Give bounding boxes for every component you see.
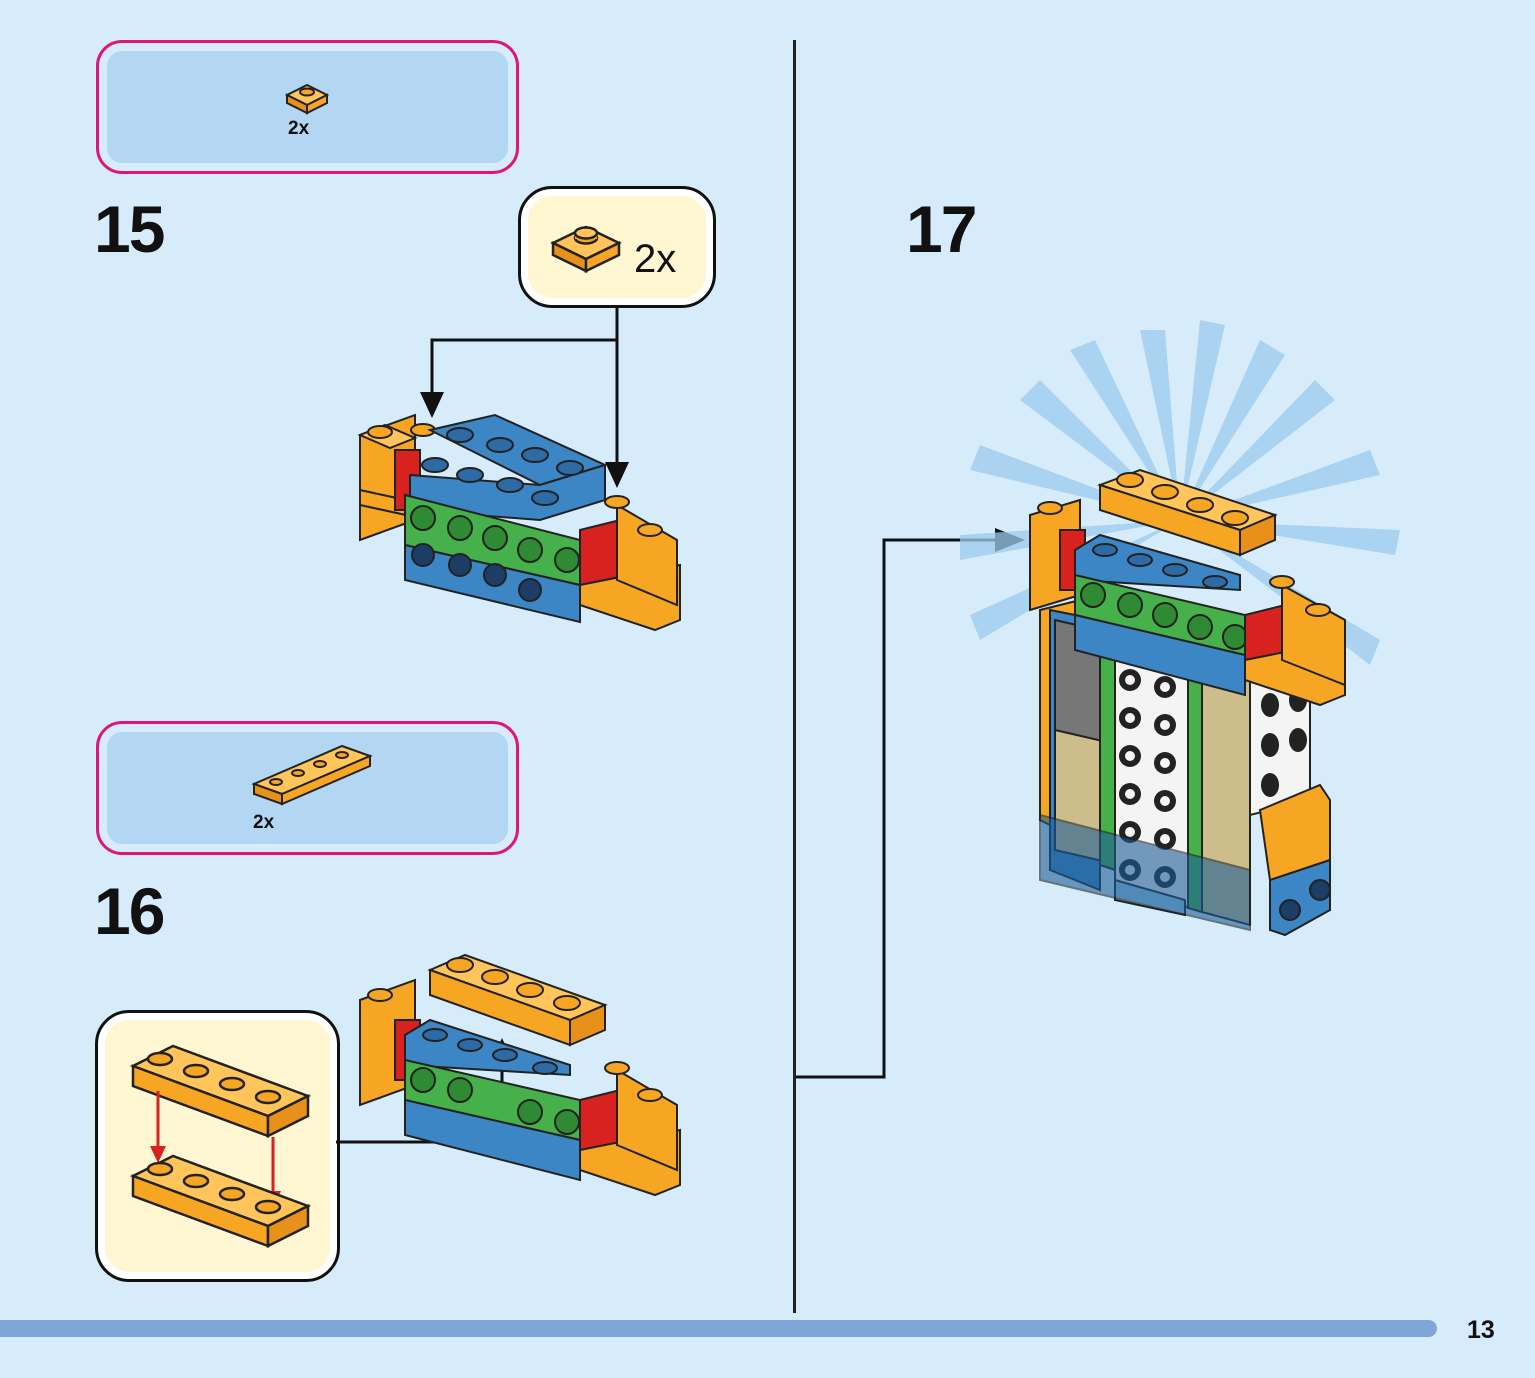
model-step-16	[359, 953, 681, 1197]
callout-step-15: 2x	[518, 186, 716, 308]
parts-box-step-16: 2x	[96, 721, 519, 855]
plate-stacking-icon	[129, 1044, 312, 1249]
plate-1x1-icon	[550, 225, 622, 273]
model-step-15	[357, 413, 681, 632]
step-number-16: 16	[94, 874, 165, 948]
model-step-17	[1029, 468, 1346, 937]
callout-step-16	[95, 1010, 340, 1282]
plate-1x1-icon	[284, 83, 330, 115]
page-progress-bar	[0, 1320, 1437, 1337]
callout-count: 2x	[634, 237, 677, 281]
parts-count: 2x	[288, 118, 310, 139]
column-divider	[793, 40, 796, 1313]
parts-count: 2x	[253, 812, 275, 833]
step-number-17: 17	[906, 192, 977, 266]
step-number-15: 15	[94, 192, 165, 266]
page-number: 13	[1467, 1316, 1495, 1344]
plate-1x4-icon	[251, 744, 373, 806]
parts-box-step-15: 2x	[96, 40, 519, 174]
